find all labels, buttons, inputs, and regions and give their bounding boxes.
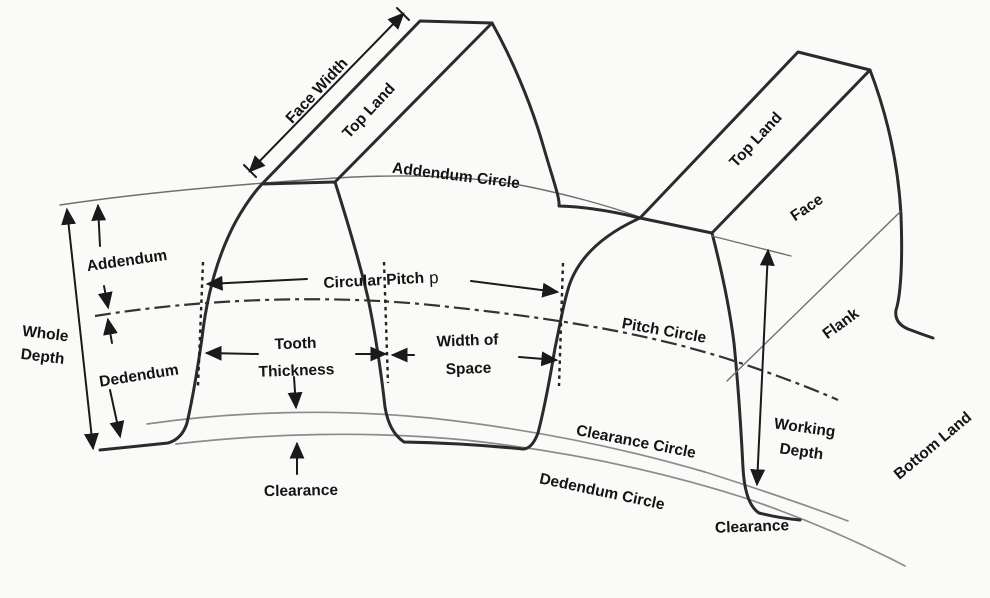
tooth-thickness-arrow-left xyxy=(204,345,259,361)
clearance-circle-arc xyxy=(146,411,849,522)
whole-depth-arrow xyxy=(61,207,99,451)
label-circular-pitch-text: Circular Pitch xyxy=(323,269,425,291)
face-width-tick-top xyxy=(396,7,410,21)
circular-pitch-arrow-left xyxy=(205,275,308,291)
addendum-arrow-up xyxy=(91,203,107,247)
tooth2-back-edge xyxy=(868,68,935,340)
face-flank-divider-line xyxy=(726,211,901,382)
working-depth-arrow xyxy=(750,248,775,487)
label-bottom-land: Bottom Land xyxy=(891,409,975,483)
label-dedendum-circle: Dedendum Circle xyxy=(538,470,667,513)
label-working-depth: Working Depth xyxy=(773,415,836,463)
label-addendum-circle: Addendum Circle xyxy=(391,160,521,193)
label-tooth-thickness-line2: Thickness xyxy=(258,361,334,381)
clearance-arrow-down xyxy=(287,376,303,410)
flank-boundaries xyxy=(196,261,565,387)
working-depth-reference-line xyxy=(711,235,792,257)
label-top-land-1: Top Land xyxy=(339,80,398,142)
label-whole-depth-line2: Depth xyxy=(20,346,66,368)
addendum-arrow-down xyxy=(97,285,113,310)
label-tooth-thickness-line1: Tooth xyxy=(274,335,316,353)
tooth1-back-flank xyxy=(490,21,642,220)
label-working-depth-line1: Working xyxy=(773,415,836,440)
label-face-width: Face Width xyxy=(283,55,352,127)
dedendum-arrow-down xyxy=(109,389,125,439)
label-face: Face xyxy=(788,191,827,225)
tooth1-profile xyxy=(98,180,525,452)
label-working-depth-line2: Depth xyxy=(778,440,824,463)
width-of-space-arrow-right xyxy=(518,351,559,367)
addendum-circle-arc xyxy=(59,175,643,219)
dimension-arrows xyxy=(61,7,775,487)
face-width-tick-bottom xyxy=(243,164,257,178)
circular-pitch-arrow-right xyxy=(470,280,560,298)
label-clearance-left: Clearance xyxy=(264,482,339,500)
label-width-of-space: Width of Space xyxy=(436,331,499,379)
label-flank: Flank xyxy=(820,305,863,343)
label-dedendum: Dedendum xyxy=(98,361,180,390)
tooth2-top-land-3d xyxy=(638,50,872,235)
label-width-of-space-line1: Width of xyxy=(436,331,499,350)
tooth-flank-boundary-dotted-2 xyxy=(382,261,390,384)
label-circular-pitch-symbol: p xyxy=(429,267,439,286)
label-whole-depth: Whole Depth xyxy=(20,323,70,368)
label-width-of-space-line2: Space xyxy=(445,360,492,379)
label-clearance-circle: Clearance Circle xyxy=(575,422,698,462)
dedendum-arrow-up xyxy=(103,317,118,344)
label-clearance-right: Clearance xyxy=(715,517,790,537)
label-addendum: Addendum xyxy=(86,247,169,275)
label-tooth-thickness: Tooth Thickness xyxy=(258,335,334,381)
dedendum-circle-arc xyxy=(175,433,906,567)
face-width-arrow xyxy=(248,12,405,173)
labels: Face Width Top Land Addendum Circle Circ… xyxy=(20,55,975,537)
label-whole-depth-line1: Whole xyxy=(21,323,70,346)
tooth-flank-boundary-dotted-1 xyxy=(196,261,205,387)
tooth-flank-boundary-dotted-3 xyxy=(557,262,565,387)
